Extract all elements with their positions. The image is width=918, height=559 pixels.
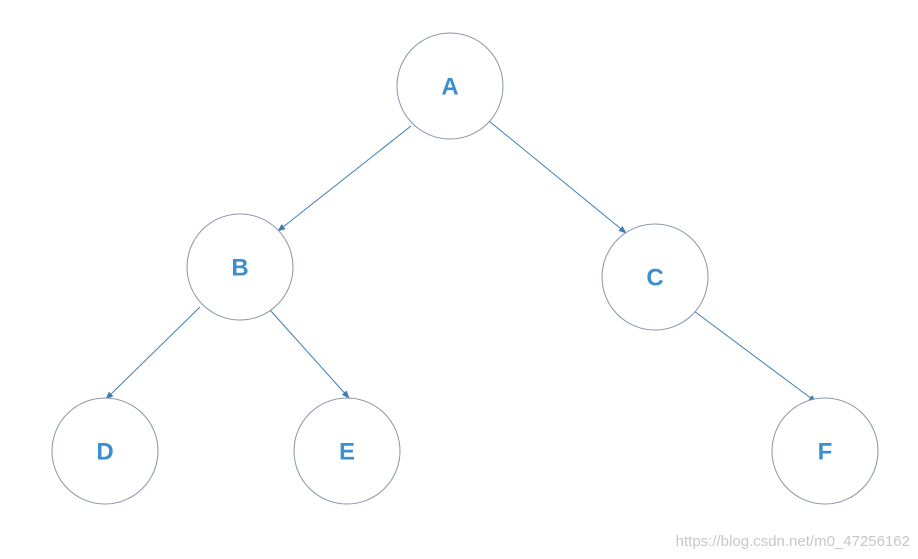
node-b: B (186, 213, 294, 321)
edges (105, 120, 817, 403)
node-e: E (293, 397, 401, 505)
node-f-label: F (818, 439, 833, 466)
node-e-label: E (339, 439, 355, 466)
watermark-text: https://blog.csdn.net/m0_47256162 (675, 533, 910, 550)
edge-a-c (488, 120, 627, 234)
node-d-circle (51, 397, 159, 505)
node-e-circle (293, 397, 401, 505)
edge-a-b (277, 125, 412, 232)
edge-c-f (693, 310, 817, 403)
node-f-circle (771, 397, 879, 505)
node-d: D (51, 397, 159, 505)
node-a-label: A (441, 74, 458, 101)
node-c: C (601, 223, 709, 331)
node-b-circle (186, 213, 294, 321)
node-d-label: D (96, 439, 113, 466)
node-b-label: B (231, 255, 248, 282)
edge-b-e (269, 309, 350, 399)
node-a: A (396, 32, 504, 140)
nodes: A B C D E F (51, 32, 879, 505)
node-c-circle (601, 223, 709, 331)
edge-b-d (105, 306, 201, 400)
node-f: F (771, 397, 879, 505)
node-a-circle (396, 32, 504, 140)
node-c-label: C (646, 265, 663, 292)
